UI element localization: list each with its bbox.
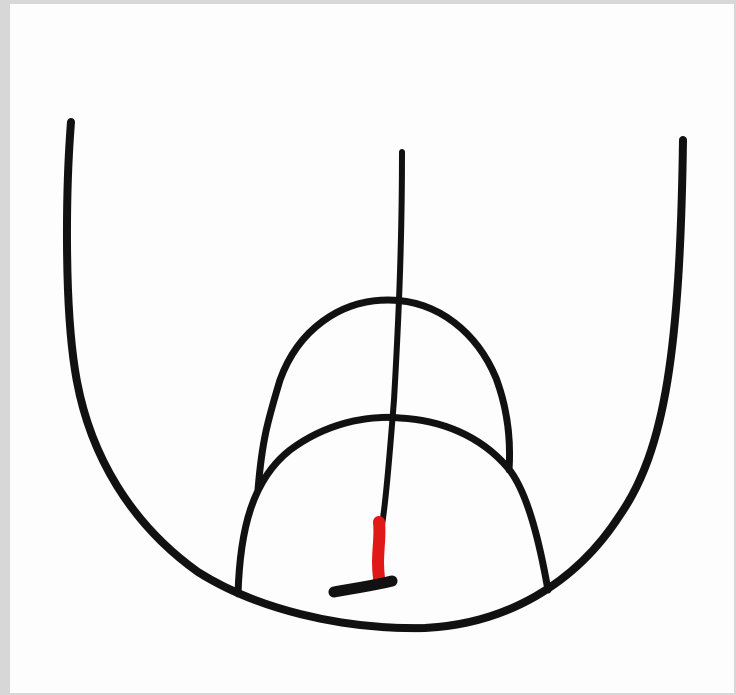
red-highlight-segment [378, 522, 379, 578]
upper-dome-arc [258, 300, 510, 490]
vertical-center-line [382, 152, 402, 525]
base-dash-mark [334, 581, 392, 592]
